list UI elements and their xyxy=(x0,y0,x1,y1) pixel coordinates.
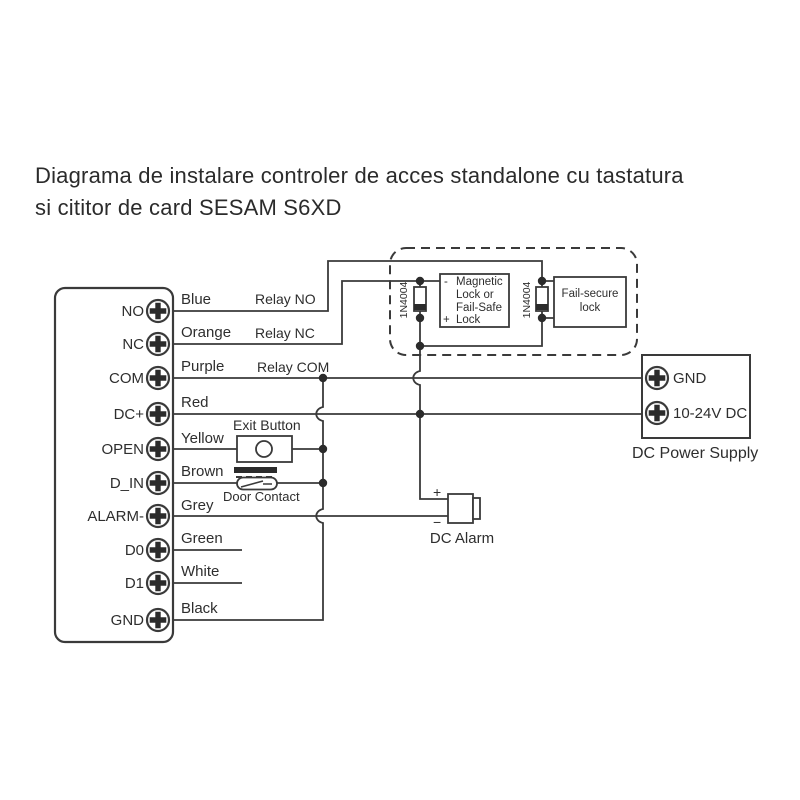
wire-color-label-purple: Purple xyxy=(181,358,224,375)
controller-box xyxy=(53,286,175,644)
dc-alarm-minus: − xyxy=(433,514,441,530)
wire-color-label-green: Green xyxy=(181,530,223,547)
terminal-label-alarm: ALARM- xyxy=(87,508,144,525)
screw-terminal-icon xyxy=(145,570,171,596)
junction-dot xyxy=(537,313,547,323)
lock-section-dashed-box xyxy=(389,247,638,356)
exit-button-circle-icon xyxy=(255,440,273,458)
wire-color-label-blue: Blue xyxy=(181,291,211,308)
terminal-label-no: NO xyxy=(122,303,145,320)
wire-color-label-brown: Brown xyxy=(181,463,224,480)
dc-alarm-body xyxy=(447,493,474,524)
wire-lock-bottom-loop xyxy=(419,318,543,347)
screw-terminal-icon xyxy=(145,470,171,496)
terminal-label-d0: D0 xyxy=(125,542,144,559)
dc-alarm-plus: + xyxy=(433,484,441,500)
screw-terminal-icon xyxy=(145,503,171,529)
fail-secure-lock-box xyxy=(553,276,627,328)
junction-dot xyxy=(415,341,425,351)
dc-power-supply: GND 10-24V DC DC Power Supply xyxy=(632,354,758,462)
relay-com-label: Relay COM xyxy=(257,359,329,375)
terminal-label-dc-plus: DC+ xyxy=(114,406,145,423)
junction-dot xyxy=(537,276,547,286)
terminal-label-open: OPEN xyxy=(101,441,144,458)
wire-lock-feed-to-alarm-plus xyxy=(412,346,448,500)
wire-color-label-white: White xyxy=(181,563,219,580)
terminal-label-d1: D1 xyxy=(125,575,144,592)
relay-nc-label: Relay NC xyxy=(255,325,315,341)
fail-secure-lock: Fail-secure lock xyxy=(553,276,627,328)
fail-secure-lock-line2: lock xyxy=(580,302,601,314)
screw-terminal-icon xyxy=(145,607,171,633)
junction-dot xyxy=(415,313,425,323)
magnetic-lock-line1: Magnetic xyxy=(456,276,503,288)
title-line-1: Diagrama de instalare controler de acces… xyxy=(35,163,684,188)
junction-dot xyxy=(318,478,328,488)
junction-dot xyxy=(415,409,425,419)
door-contact-switch-body xyxy=(236,476,278,491)
dc-alarm-label: DC Alarm xyxy=(430,530,494,547)
wire-color-label-yellow: Yellow xyxy=(181,430,224,447)
terminal-label-com: COM xyxy=(109,370,144,387)
junction-dot xyxy=(318,444,328,454)
door-contact: Door Contact xyxy=(223,467,300,504)
exit-button: Exit Button xyxy=(233,417,301,463)
lock-section: 1N4004 1N4004 - Magnetic Lock or Fail-Sa… xyxy=(389,247,638,356)
wire-gnd-common-bus xyxy=(169,378,324,621)
magnetic-lock-box xyxy=(439,273,510,328)
power-supply-label: DC Power Supply xyxy=(632,445,758,462)
diode-left-icon xyxy=(413,286,427,312)
screw-terminal-icon xyxy=(145,365,171,391)
magnetic-lock-line2: Lock or xyxy=(456,289,494,301)
wire-relay-no-blue xyxy=(169,260,543,312)
relay-no-label: Relay NO xyxy=(255,291,316,307)
diode-right-label: 1N4004 xyxy=(521,281,533,318)
screw-terminal-icon xyxy=(145,331,171,357)
door-contact-label: Door Contact xyxy=(223,489,300,504)
screw-terminal-icon xyxy=(145,436,171,462)
magnetic-lock-minus: - xyxy=(444,276,448,288)
screw-terminal-icon xyxy=(145,401,171,427)
fail-secure-lock-line1: Fail-secure xyxy=(562,288,619,300)
wire-color-label-grey: Grey xyxy=(181,497,214,514)
page-title: Diagrama de instalare controler de acces… xyxy=(35,160,780,224)
wire-color-label-black: Black xyxy=(181,600,218,617)
screw-terminal-icon xyxy=(644,400,670,426)
wire-color-label-orange: Orange xyxy=(181,324,231,341)
magnetic-lock-line4: Lock xyxy=(456,314,481,326)
magnetic-lock: - Magnetic Lock or Fail-Safe + Lock xyxy=(439,273,510,328)
door-contact-magnet-bar xyxy=(234,467,277,473)
power-supply-gnd-label: GND xyxy=(673,370,707,387)
junction-dot xyxy=(318,373,328,383)
title-line-2: si cititor de card SESAM S6XD xyxy=(35,195,342,220)
controller-unit: NO NC COM DC+ OPEN D_IN ALARM- D0 D1 GND… xyxy=(53,286,329,644)
dc-alarm-sounder xyxy=(472,497,481,520)
junction-dot xyxy=(415,276,425,286)
diode-right-icon xyxy=(535,286,549,312)
dc-alarm: + − DC Alarm xyxy=(430,484,494,547)
diode-left-label: 1N4004 xyxy=(398,281,410,318)
magnetic-lock-line3: Fail-Safe xyxy=(456,302,502,314)
magnetic-lock-plus: + xyxy=(443,314,450,326)
wire-color-label-red: Red xyxy=(181,394,209,411)
terminal-label-nc: NC xyxy=(122,336,144,353)
exit-button-label: Exit Button xyxy=(233,417,301,433)
door-contact-switch-blade xyxy=(240,480,272,488)
wires xyxy=(169,260,642,621)
screw-terminal-icon xyxy=(145,298,171,324)
terminal-label-gnd: GND xyxy=(111,612,145,629)
screw-terminal-icon xyxy=(644,365,670,391)
screw-terminal-icon xyxy=(145,537,171,563)
terminal-label-d-in: D_IN xyxy=(110,475,144,492)
junction-dots xyxy=(318,276,547,488)
power-supply-voltage-label: 10-24V DC xyxy=(673,405,747,422)
